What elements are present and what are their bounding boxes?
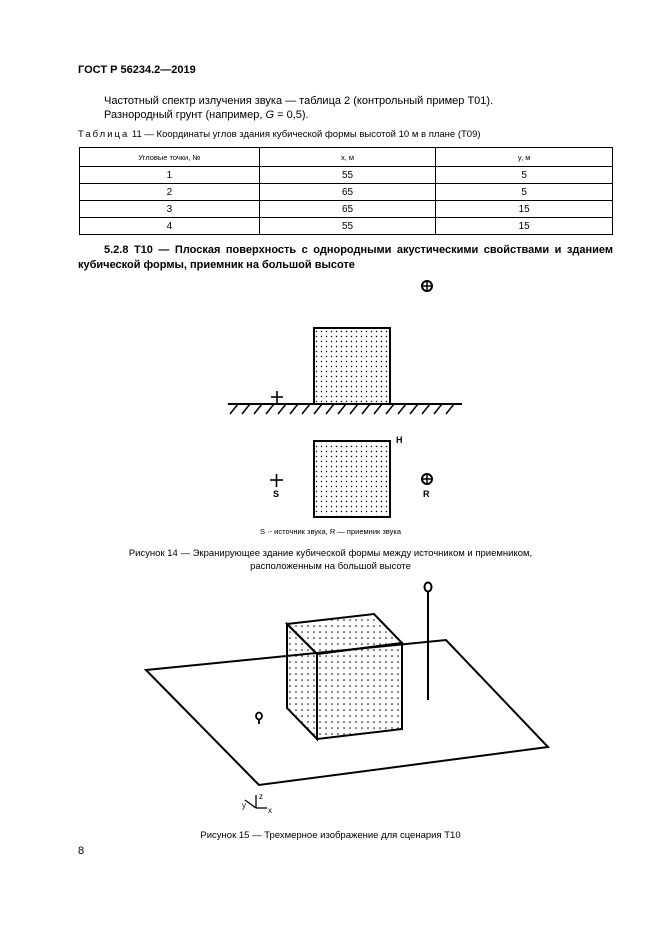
receiver-elevated-icon [421, 280, 433, 292]
table-row: 4 55 15 [79, 217, 613, 235]
table-row: 3 65 15 [79, 200, 613, 218]
building-side-view [313, 327, 391, 405]
receiver-plan-icon [421, 473, 433, 485]
ground-hatching [228, 403, 462, 415]
coordinates-table: Угловые точки, № x, м y, м 1 55 5 2 65 5… [79, 147, 613, 235]
label-s: S [273, 489, 279, 499]
building-plan-view [313, 440, 391, 518]
figure-15-caption: Рисунок 15 — Трехмерное изображение для … [200, 830, 461, 841]
document-header: ГОСТ Р 56234.2—2019 [78, 64, 196, 76]
section-heading: 5.2.8 Т10 — Плоская поверхность с одноро… [78, 244, 613, 271]
axis-z-label: z [259, 792, 263, 801]
spectrum-paragraph: Частотный спектр излучения звука — табли… [104, 95, 494, 107]
cube-3d [284, 612, 405, 742]
figure-14-legend: S ·- источник звука, R — приемник звука [259, 527, 401, 536]
label-h: H [396, 435, 403, 445]
ground-text-suffix: = 0,5). [274, 109, 309, 121]
source-plan-icon [270, 474, 283, 487]
table-caption-text: 11 — Координаты углов здания кубической … [129, 129, 481, 140]
axis-triad-icon: z y x [242, 792, 272, 815]
ground-text-prefix: Разнородный грунт (например, [104, 109, 266, 121]
source-cross-icon [271, 391, 283, 403]
table-caption: Таблица 11 — Координаты углов здания куб… [78, 129, 481, 140]
table-cell: 4 [79, 217, 260, 235]
page-number: 8 [78, 845, 85, 857]
ground-paragraph: Разнородный грунт (например, G = 0,5). [104, 109, 309, 121]
ground-variable: G [265, 109, 275, 121]
axis-y-label: y [242, 801, 246, 810]
table-cell: 55 [258, 217, 437, 235]
label-r: R [423, 489, 430, 499]
figure-14-caption: Рисунок 14 — Экранирующее здание кубичес… [0, 547, 661, 573]
table-header-row: Угловые точки, № x, м y, м [79, 147, 613, 167]
table-cell: 15 [435, 217, 613, 235]
figure-14-caption-line1: Рисунок 14 — Экранирующее здание кубичес… [128, 548, 533, 559]
source-pin-icon [255, 711, 263, 724]
table-caption-word: Таблица [78, 129, 130, 140]
receiver-mast [423, 581, 433, 700]
figure-14-caption-line2: расположенным на большой высоте [250, 561, 411, 572]
table-row: 2 65 5 [79, 183, 613, 201]
axis-x-label: x [268, 806, 272, 815]
